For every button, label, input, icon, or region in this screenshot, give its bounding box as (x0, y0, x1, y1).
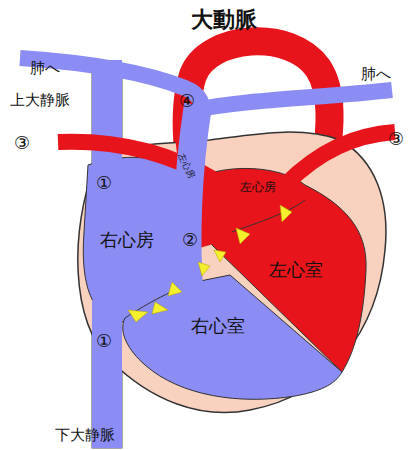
part-label: 肺へ (30, 61, 60, 76)
part-label: 下大静脈 (55, 428, 115, 443)
part-label: 肺へ (361, 67, 391, 82)
valves (128, 205, 292, 322)
valve (280, 205, 292, 222)
inferior-vena-cava (92, 300, 122, 448)
pulmonary-artery-right (195, 90, 392, 110)
valve (198, 262, 210, 276)
right-ventricle (123, 275, 342, 399)
valve (236, 228, 250, 244)
valve (168, 282, 182, 296)
part-label: 左心房 (240, 181, 276, 193)
pulmonary-artery-left (20, 58, 202, 120)
part-label: 上大静脈 (10, 93, 70, 108)
callout-number: ① (96, 332, 112, 350)
part-label: 右心房 (100, 231, 154, 249)
callout-number: ④ (179, 92, 195, 110)
pulmonary-trunk (188, 105, 198, 300)
valve (152, 302, 168, 314)
callout-number: ③ (388, 130, 404, 148)
superior-vena-cava (92, 60, 122, 180)
callout-number: ③ (14, 134, 30, 152)
pulmonary-vein (285, 132, 395, 185)
part-label: 右心室 (191, 317, 245, 335)
heart-body (78, 132, 386, 412)
callout-number: ② (182, 231, 198, 249)
valve (214, 250, 226, 262)
valve (128, 310, 148, 322)
callout-number: ① (96, 174, 112, 192)
part-label: 左心室 (269, 261, 323, 279)
title-label: 大動脈 (191, 9, 257, 31)
atrial-border (232, 200, 305, 232)
